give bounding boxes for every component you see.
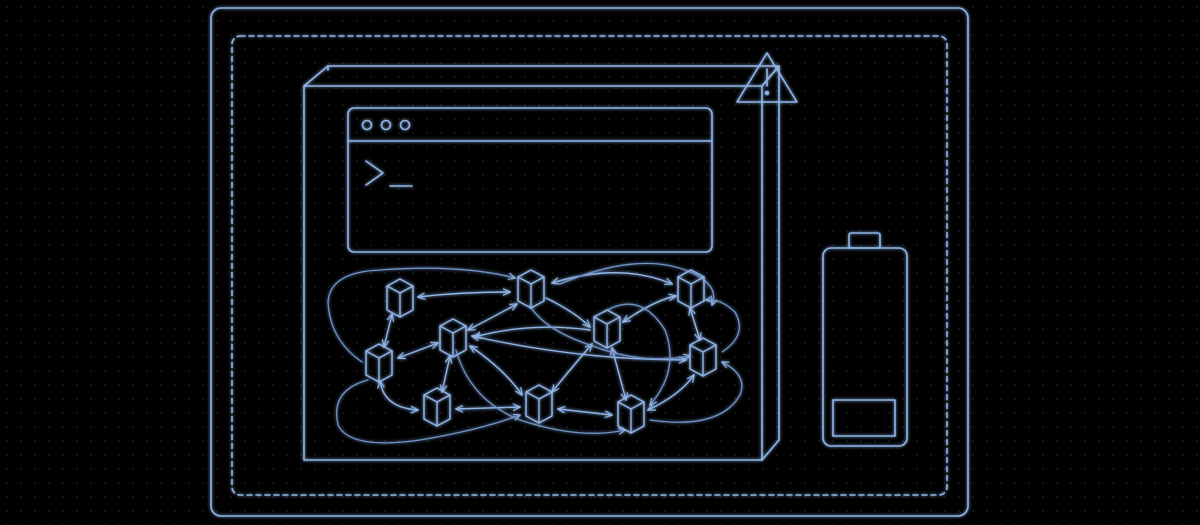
outer-frame xyxy=(210,7,969,517)
network-edge xyxy=(468,304,517,330)
network-edge xyxy=(384,314,392,347)
cube-node-icon xyxy=(593,309,621,349)
network-edge xyxy=(398,343,438,358)
battery-icon xyxy=(822,232,908,447)
network-loop xyxy=(529,305,690,359)
cube-node-icon xyxy=(689,337,717,377)
network-loop xyxy=(327,267,515,363)
cube-node-icon xyxy=(386,278,414,318)
cube-network xyxy=(327,262,743,444)
device-front-face xyxy=(303,85,763,461)
warning-triangle-icon xyxy=(736,52,798,103)
network-edge xyxy=(558,409,612,415)
network-edge xyxy=(612,348,626,400)
network-edge xyxy=(623,296,676,322)
battery-body xyxy=(822,247,908,447)
illustration-strokes xyxy=(210,7,969,517)
cube-node-icon xyxy=(517,269,545,309)
network-edge xyxy=(442,356,450,392)
cube-node-icon xyxy=(525,384,553,424)
window-dot-icon xyxy=(380,119,392,131)
cube-node-icon xyxy=(365,343,393,383)
network-loop xyxy=(336,379,520,444)
terminal-frame xyxy=(347,107,713,253)
network-edge xyxy=(545,297,590,327)
network-edge xyxy=(552,272,672,284)
network-edge xyxy=(418,292,510,297)
network-loop xyxy=(649,362,743,423)
window-dot-icon xyxy=(361,119,373,131)
device-side-face xyxy=(761,65,780,461)
terminal-window xyxy=(347,107,713,253)
terminal-prompt-icon xyxy=(365,160,413,187)
network-loop xyxy=(706,300,740,353)
network-loop xyxy=(455,349,625,433)
network-edge xyxy=(380,381,418,410)
dashed-safe-area xyxy=(231,35,948,496)
network-loop xyxy=(559,262,714,305)
device-top-face xyxy=(303,65,780,87)
device-box-3d xyxy=(303,65,780,461)
network-edge xyxy=(472,336,686,360)
cube-node-icon xyxy=(677,269,705,309)
network-loop xyxy=(603,303,671,405)
battery-cap xyxy=(848,232,881,249)
battery-level-fill xyxy=(832,399,896,437)
cube-node-icon xyxy=(423,387,451,427)
network-edge xyxy=(552,344,592,392)
network-edge xyxy=(474,326,591,337)
network-edge xyxy=(456,407,520,409)
network-edge xyxy=(690,308,700,340)
cube-node-icon xyxy=(617,394,645,434)
network-edge xyxy=(648,375,694,410)
cube-node-icon xyxy=(439,318,467,358)
window-dot-icon xyxy=(399,119,411,131)
network-edge xyxy=(470,346,522,395)
